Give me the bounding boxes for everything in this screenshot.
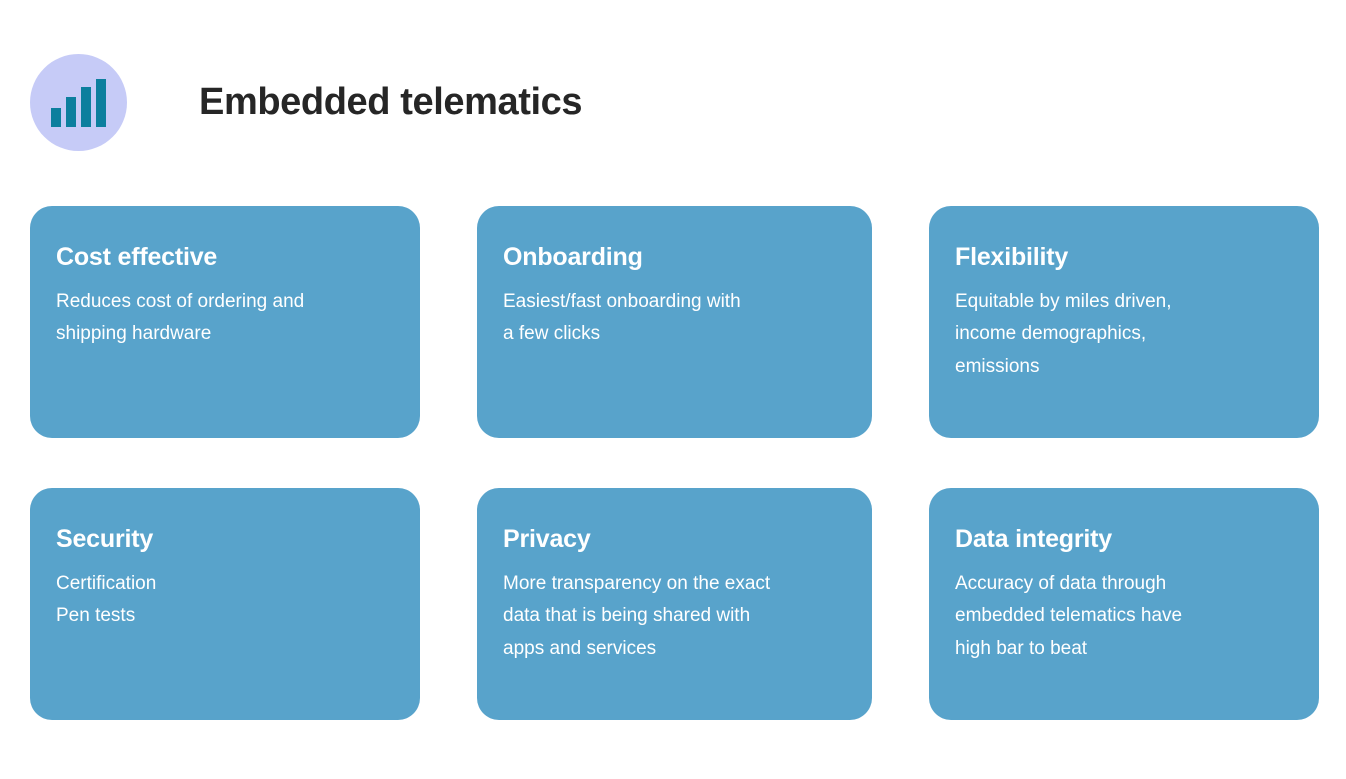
bar-chart-bar-2 xyxy=(66,96,76,127)
feature-card-data-integrity: Data integrity Accuracy of data through … xyxy=(929,488,1319,720)
feature-card-flexibility: Flexibility Equitable by miles driven, i… xyxy=(929,206,1319,438)
feature-card-title: Flexibility xyxy=(955,243,1069,271)
feature-card-title: Data integrity xyxy=(955,525,1112,553)
feature-card-body: Reduces cost of ordering and shipping ha… xyxy=(56,290,305,345)
bar-chart-bar-3 xyxy=(81,86,91,127)
feature-card-onboarding: Onboarding Easiest/fast onboarding with … xyxy=(477,206,872,438)
page-title: Embedded telematics xyxy=(199,81,583,123)
feature-card-title: Cost effective xyxy=(56,243,218,271)
feature-card-body: Easiest/fast onboarding with a few click… xyxy=(503,290,741,345)
feature-card-cost-effective: Cost effective Reduces cost of ordering … xyxy=(30,206,420,438)
feature-card-title: Security xyxy=(56,525,154,553)
slide-header: Embedded telematics xyxy=(30,52,582,152)
feature-card-security: Security Certification Pen tests xyxy=(30,488,420,720)
feature-card-body: Accuracy of data through embedded telema… xyxy=(955,572,1183,659)
feature-card-title: Privacy xyxy=(503,525,591,553)
feature-card-title: Onboarding xyxy=(503,243,643,271)
bar-chart-bar-4 xyxy=(96,78,106,127)
feature-card-privacy: Privacy More transparency on the exact d… xyxy=(477,488,872,720)
feature-card-body: Equitable by miles driven, income demogr… xyxy=(955,290,1172,377)
feature-card-body: More transparency on the exact data that… xyxy=(503,572,771,659)
bar-chart-bar-1 xyxy=(51,107,61,127)
feature-card-grid: Cost effective Reduces cost of ordering … xyxy=(30,206,1320,720)
bar-chart-bars xyxy=(51,78,106,127)
feature-card-body: Certification Pen tests xyxy=(56,572,157,627)
bar-chart-icon xyxy=(30,53,127,151)
